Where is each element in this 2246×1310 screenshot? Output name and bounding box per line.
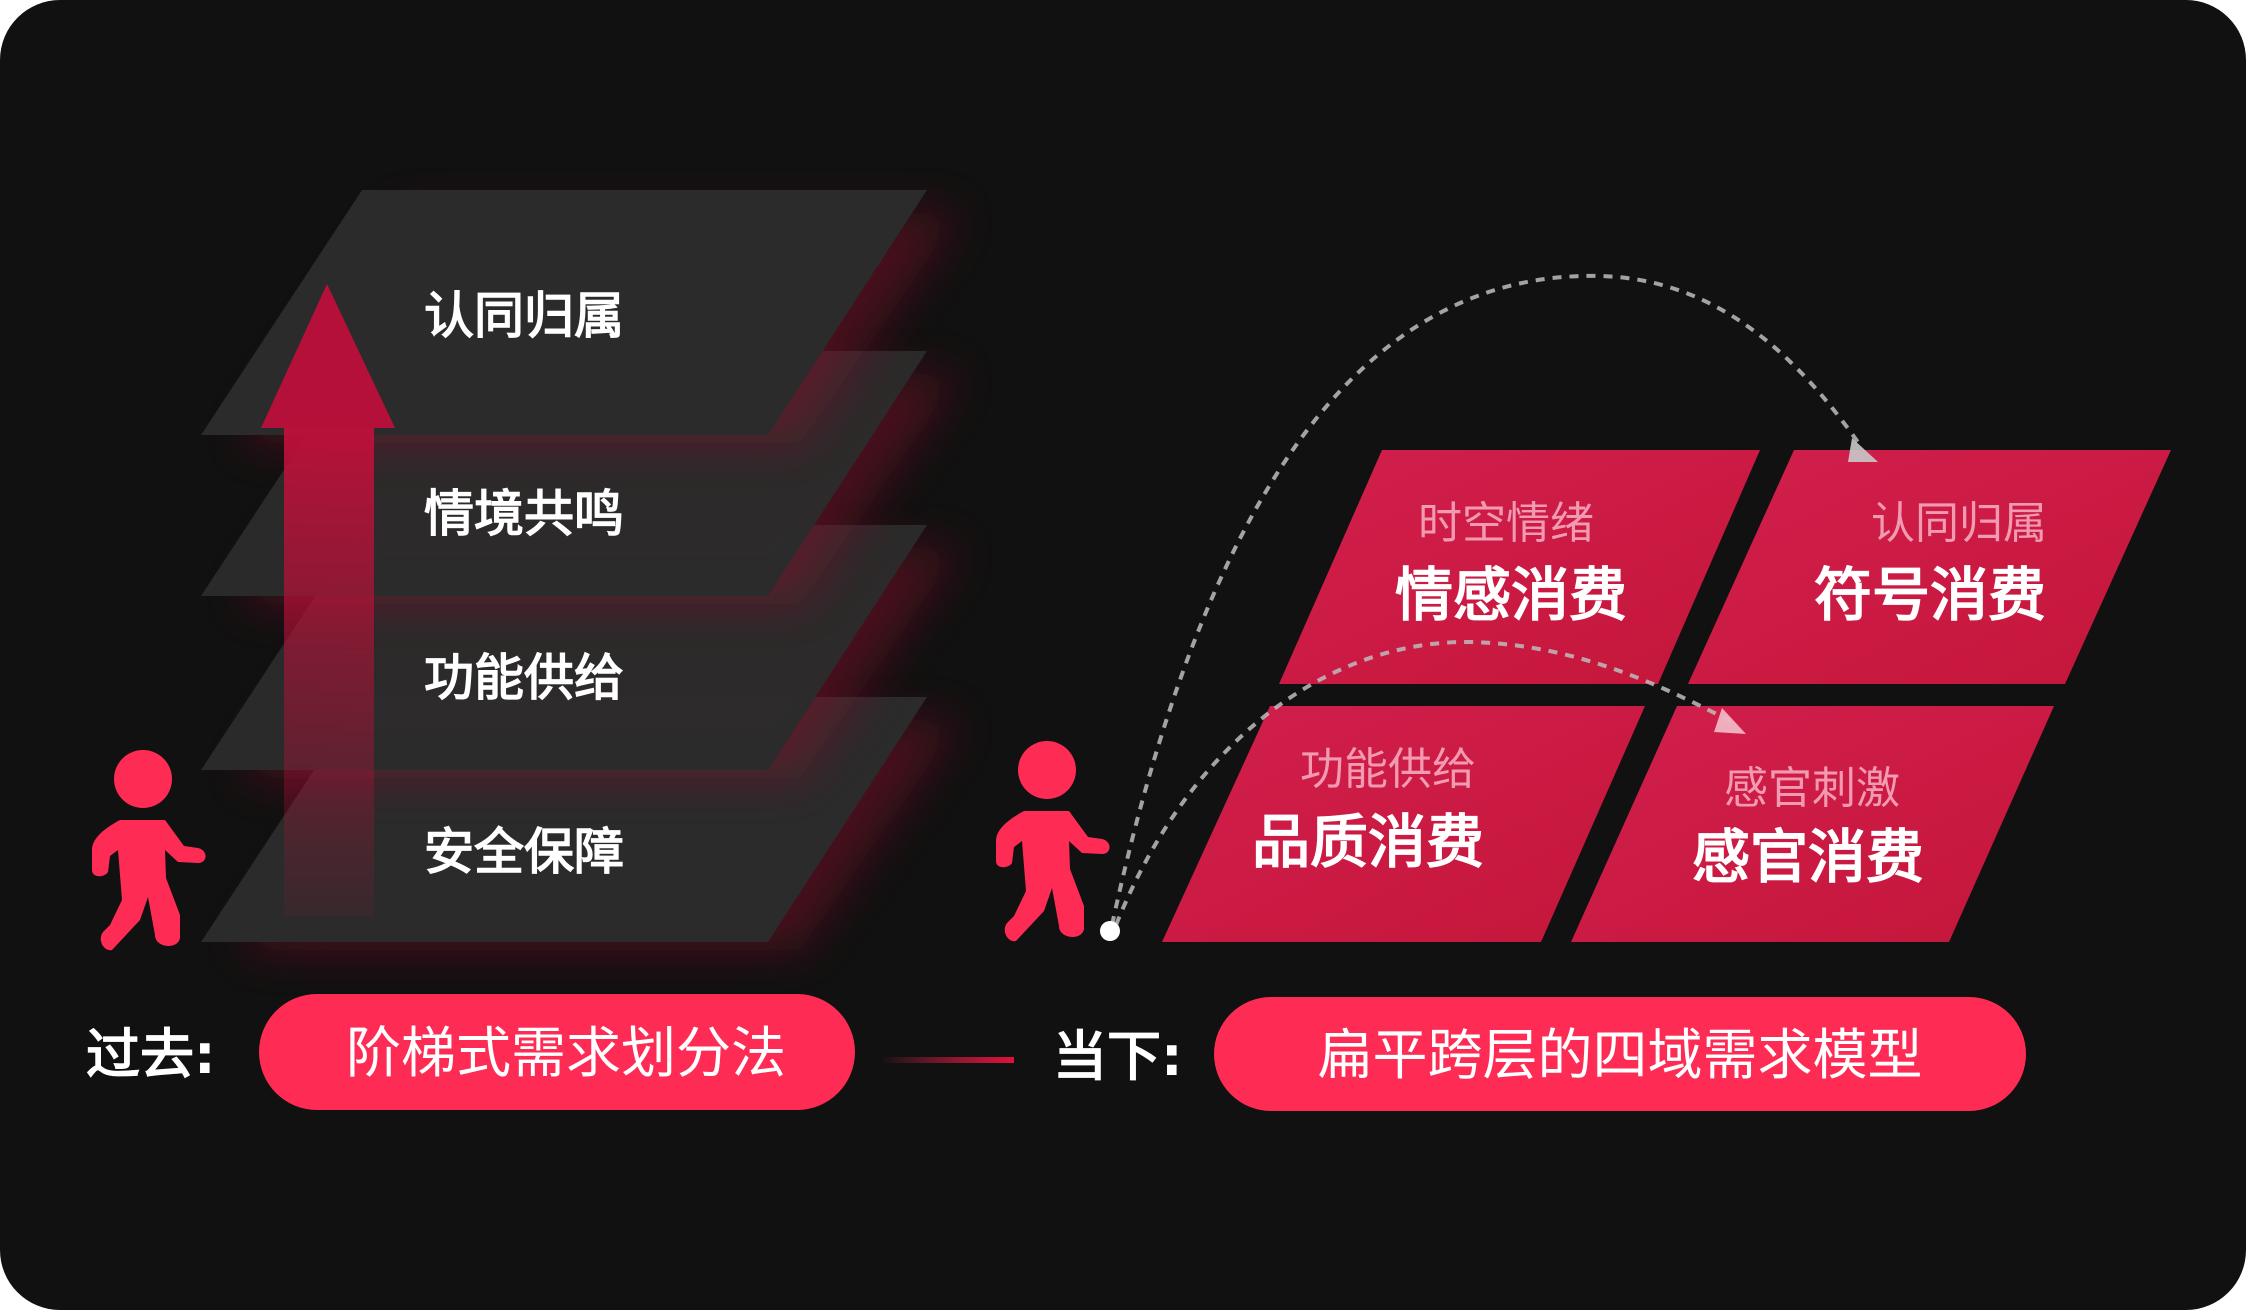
connector-line (881, 1057, 1014, 1063)
quadrant-title: 符号消费 (1814, 561, 2046, 629)
arrowhead-icon (1714, 708, 1746, 734)
quadrant-title: 情感消费 (1395, 561, 1627, 629)
layer-label: 认同归属 (424, 287, 624, 345)
quadrant-symbolic: 认同归属 符号消费 (1688, 450, 2171, 684)
trajectory-to-symbolic (1110, 273, 1862, 926)
walking-person-icon (92, 750, 206, 951)
quadrant-subtitle: 时空情绪 (1418, 498, 1594, 549)
quadrant-subtitle: 认同归属 (1871, 498, 2047, 549)
quadrant-title: 品质消费 (1252, 808, 1484, 876)
layer-label: 情境共鸣 (424, 485, 624, 543)
up-arrow-icon (261, 284, 395, 916)
past-method-text: 阶梯式需求划分法 (346, 1021, 786, 1085)
present-method-pill (1214, 997, 2026, 1111)
present-label: 当下: (1053, 1025, 1183, 1088)
arrowhead-icon (1848, 438, 1878, 462)
past-label: 过去: (86, 1023, 216, 1086)
quadrant-sensory: 感官刺激 感官消费 (1571, 706, 2054, 942)
layer-label: 功能供给 (424, 649, 624, 707)
quadrant-title: 感官消费 (1692, 823, 1924, 891)
trajectory-to-sensory (1114, 639, 1733, 926)
layer-identity: 认同归属 (201, 190, 960, 443)
start-point (1100, 921, 1120, 941)
quadrant-subtitle: 功能供给 (1300, 744, 1476, 795)
past-method-pill (259, 994, 855, 1110)
present-method-text: 扁平跨层的四域需求模型 (1317, 1023, 1922, 1087)
walking-person-icon (996, 741, 1110, 942)
quadrant-subtitle: 感官刺激 (1724, 763, 1900, 814)
quadrant-quality: 功能供给 品质消费 (1162, 706, 1645, 942)
layer-label: 安全保障 (424, 823, 624, 881)
trajectory-arrows (1110, 273, 1862, 926)
quadrant-emotional: 时空情绪 情感消费 (1279, 450, 1760, 684)
